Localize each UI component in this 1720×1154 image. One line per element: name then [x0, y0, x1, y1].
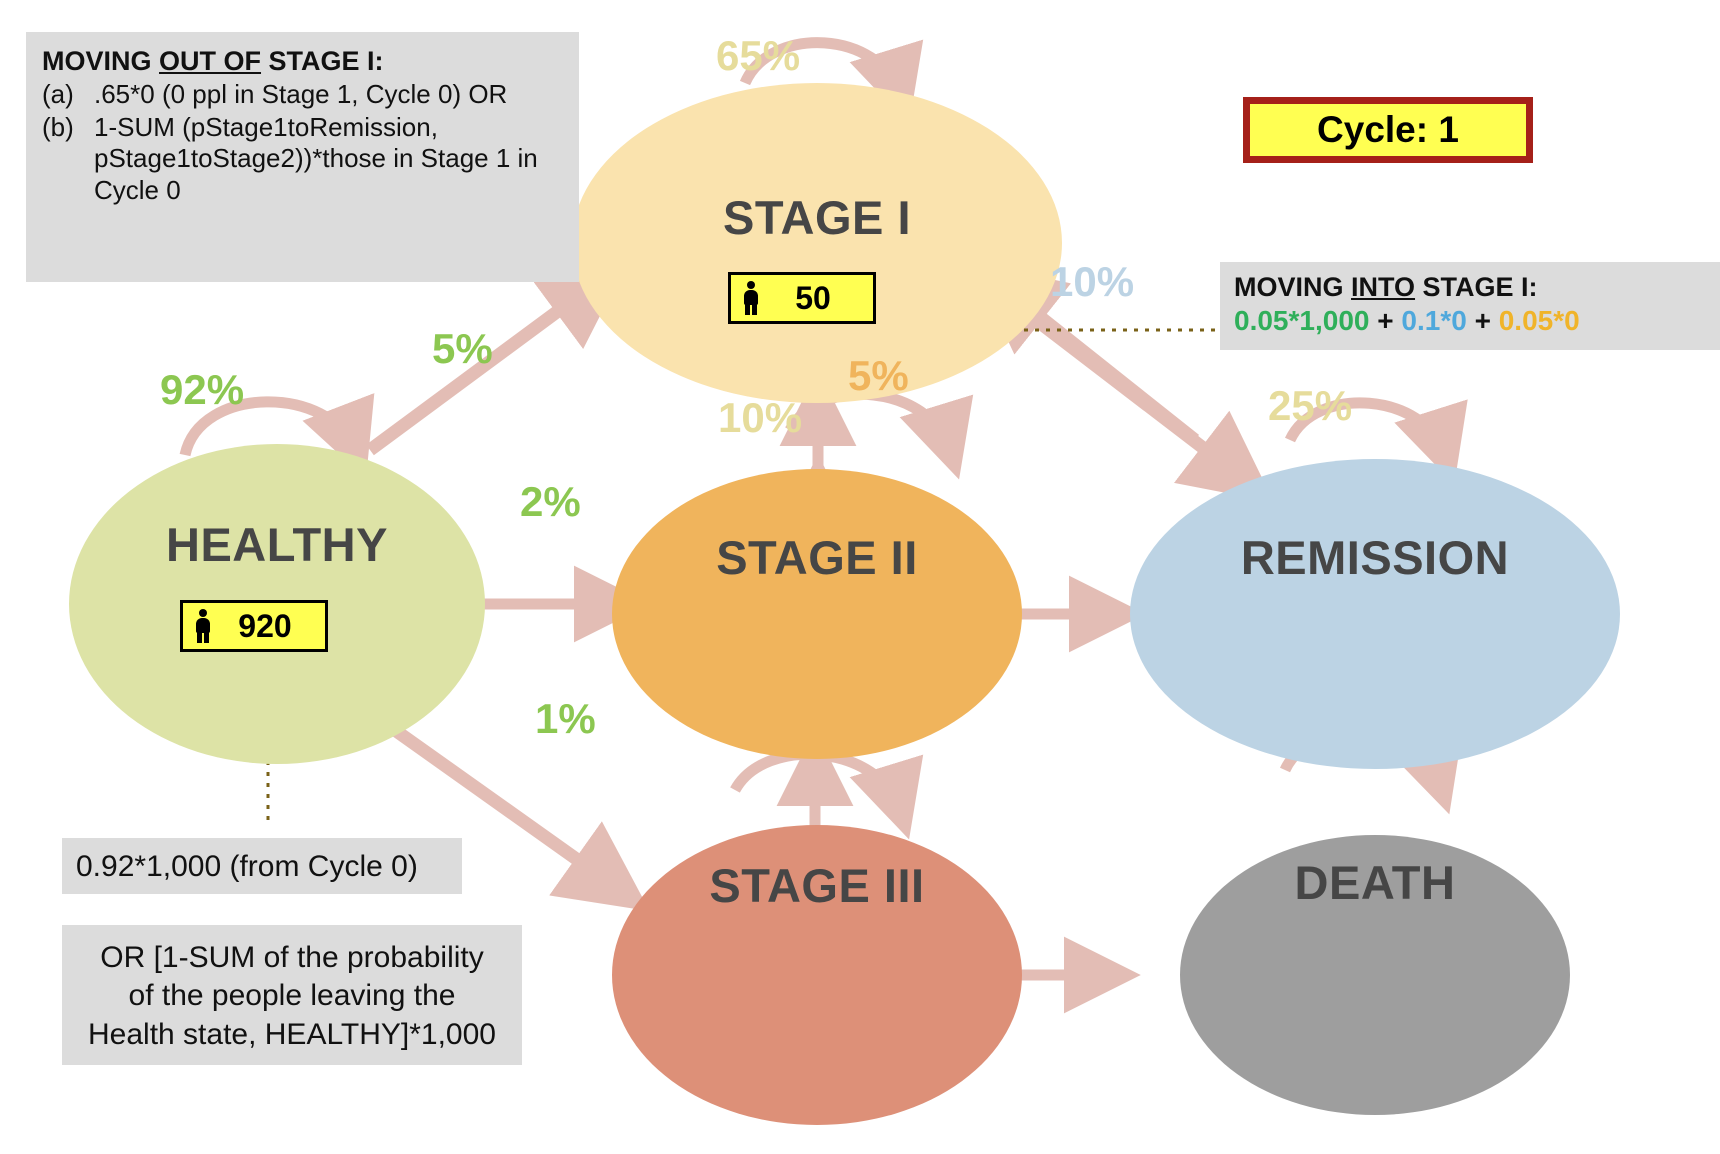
list-text-a: .65*0 (0 ppl in Stage 1, Cycle 0) OR — [94, 79, 508, 109]
info-box-into-header: MOVING INTO STAGE I: — [1234, 272, 1706, 303]
count-value-stage1: 50 — [795, 279, 831, 316]
note-or-line-3: Health state, HEALTHY]*1,000 — [88, 1017, 496, 1051]
pct-healthy-self: 92% — [160, 366, 245, 413]
edge-stage2-self — [785, 388, 974, 480]
node-remission-shape — [1130, 459, 1620, 769]
pct-healthy-to-stage2: 2% — [520, 478, 581, 525]
node-label-healthy: HEALTHY — [166, 518, 388, 571]
info-out-header-pre: MOVING — [42, 46, 160, 76]
info-out-header-underline: OUT OF — [159, 46, 262, 76]
person-icon — [741, 281, 761, 315]
list-marker-b: (b) — [42, 112, 74, 143]
formula-plus-2: + — [1466, 305, 1499, 336]
node-label-remission: REMISSION — [1240, 531, 1510, 584]
pct-stage1-self: 65% — [716, 32, 801, 79]
info-into-header-underline: INTO — [1351, 272, 1416, 302]
note-cycle0-value: 0.92*1,000 (from Cycle 0) — [62, 838, 462, 894]
node-label-stage2: STAGE II — [716, 531, 918, 584]
pct-healthy-to-stage3: 1% — [535, 695, 596, 742]
cycle-indicator[interactable]: Cycle: 1 — [1243, 97, 1533, 163]
list-item: (b) 1-SUM (pStage1toRemission, pStage1to… — [42, 112, 563, 206]
pct-stage2-to-stage1: 5% — [848, 352, 909, 399]
info-out-list: (a) .65*0 (0 ppl in Stage 1, Cycle 0) OR… — [42, 79, 563, 206]
info-into-header-post: STAGE I: — [1415, 272, 1538, 302]
info-box-out-header: MOVING OUT OF STAGE I: — [42, 46, 563, 77]
formula-term-green: 0.05*1,000 — [1234, 305, 1370, 336]
count-badge-stage1: 50 — [728, 272, 876, 324]
node-stage2-shape — [612, 469, 1022, 759]
formula-term-orange: 0.05*0 — [1498, 305, 1580, 336]
edge-stage3-self — [730, 748, 924, 840]
node-label-stage3: STAGE III — [709, 859, 925, 912]
pct-stage1-to-stage2: 10% — [718, 394, 803, 441]
pct-remission-self: 25% — [1268, 382, 1353, 429]
formula-plus-1: + — [1369, 305, 1402, 336]
list-text-b: 1-SUM (pStage1toRemission, pStage1toStag… — [94, 112, 538, 205]
edge-death-self — [1279, 727, 1463, 815]
info-box-moving-out-of-stage1: MOVING OUT OF STAGE I: (a) .65*0 (0 ppl … — [26, 32, 579, 282]
pct-remission-to-stage1: 10% — [1050, 258, 1135, 305]
person-icon — [193, 609, 213, 643]
note-or-line-1: OR [1-SUM of the probability — [100, 941, 484, 974]
info-out-header-post: STAGE I: — [261, 46, 384, 76]
edge-stage1-to-remission — [1006, 294, 1274, 503]
note-or-alternative: OR [1-SUM of the probability of the peop… — [62, 925, 522, 1065]
info-into-header-pre: MOVING — [1234, 272, 1352, 302]
formula-term-blue: 0.1*0 — [1401, 305, 1467, 336]
count-badge-healthy: 920 — [180, 600, 328, 652]
pct-healthy-to-stage1: 5% — [432, 325, 493, 372]
node-label-death: DEATH — [1294, 856, 1456, 909]
info-box-moving-into-stage1: MOVING INTO STAGE I: 0.05*1,000 + 0.1*0 … — [1220, 262, 1720, 350]
info-into-formula: 0.05*1,000 + 0.1*0 + 0.05*0 — [1234, 305, 1706, 337]
count-value-healthy: 920 — [238, 607, 292, 644]
node-label-stage1: STAGE I — [722, 191, 912, 244]
list-item: (a) .65*0 (0 ppl in Stage 1, Cycle 0) OR — [42, 79, 563, 110]
note-or-line-2: of the people leaving the — [128, 979, 456, 1013]
list-marker-a: (a) — [42, 79, 74, 109]
edge-remission-to-stage1 — [971, 262, 1200, 446]
